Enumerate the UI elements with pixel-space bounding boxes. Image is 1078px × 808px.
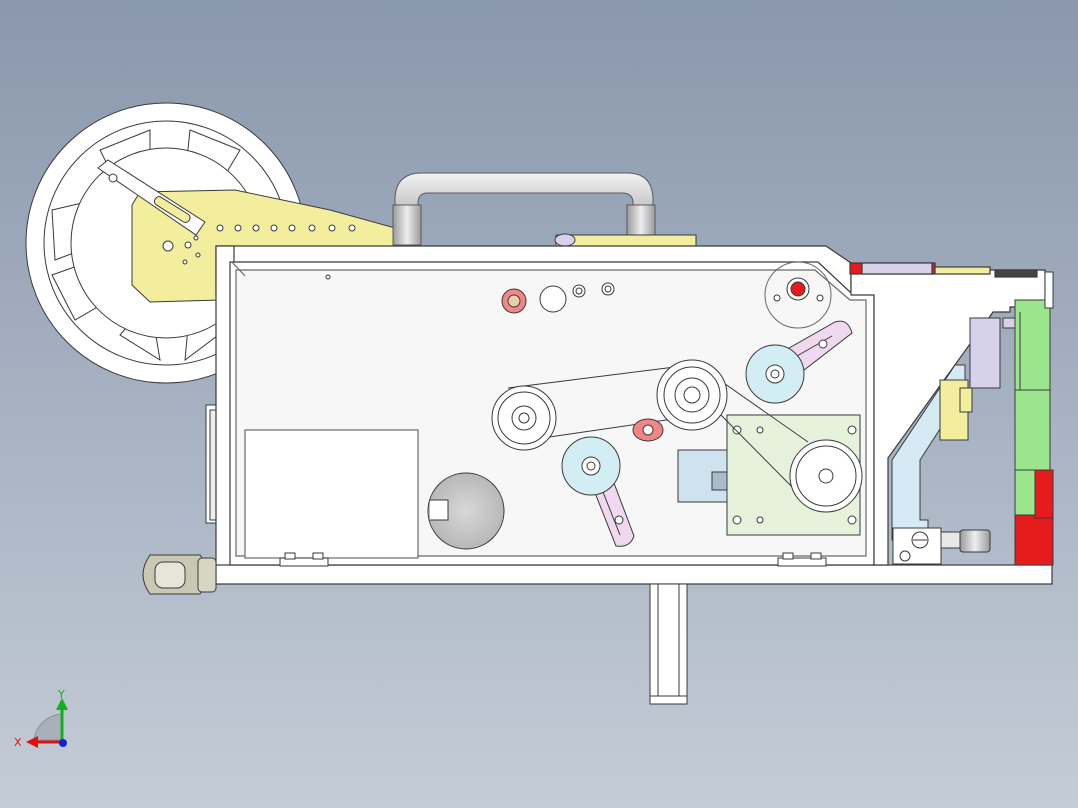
guide-rail-assembly (891, 271, 1054, 566)
axis-y-label: Y (57, 688, 65, 701)
coordinate-triad: X Y (14, 688, 68, 749)
motor-pulley (789, 439, 863, 513)
axis-x-label: X (14, 736, 22, 749)
top-fasteners (501, 261, 832, 329)
height-adjuster (892, 527, 991, 565)
reel-tension-arm (97, 159, 206, 236)
idler-pulley-left (491, 385, 557, 451)
red-eccentric-bushing (632, 418, 664, 442)
pivot-roller (142, 554, 217, 595)
frame-screws (325, 274, 331, 280)
tension-roller-lower (561, 436, 624, 525)
tension-roller-upper (745, 339, 828, 404)
frame-feet (279, 552, 827, 705)
grey-cover-disc (427, 472, 505, 550)
drive-pulley-center (656, 359, 728, 431)
cover-notch (430, 499, 449, 521)
